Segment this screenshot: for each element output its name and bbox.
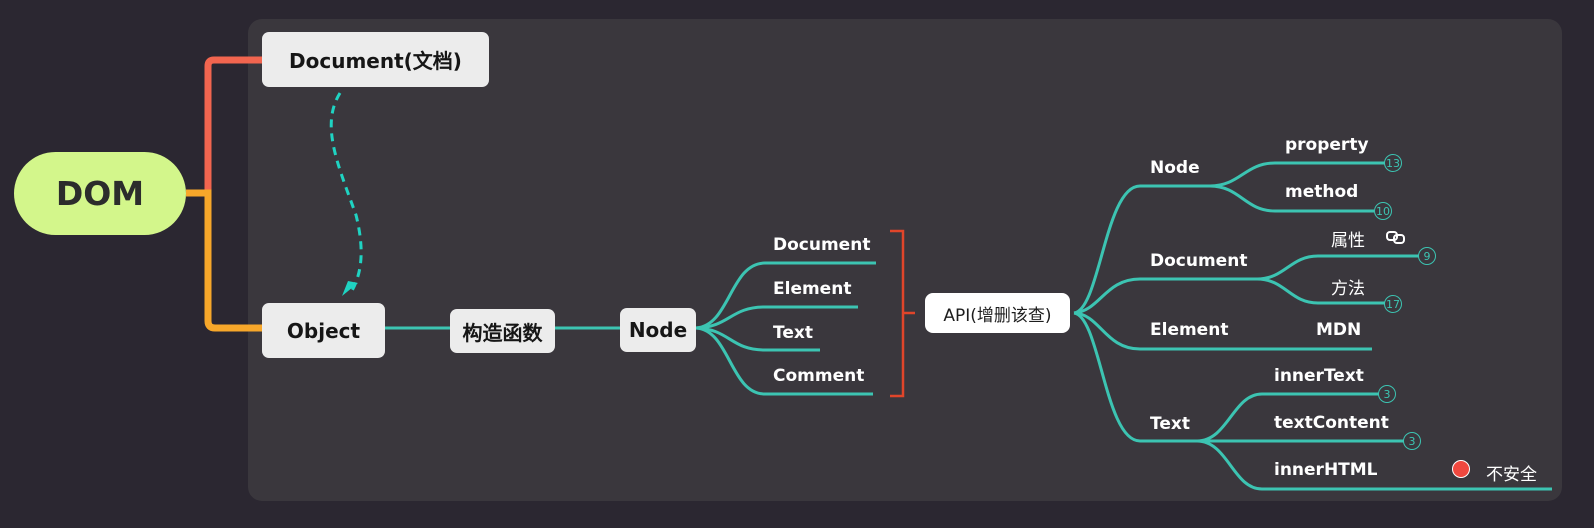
api-document-label[interactable]: Document [1150, 251, 1248, 271]
document-attr-count[interactable]: 9 [1418, 247, 1436, 265]
link-doc-method [1256, 277, 1394, 305]
link-api-document [1073, 277, 1257, 315]
root-node-dom[interactable]: DOM [14, 152, 186, 235]
document-method-count[interactable]: 17 [1384, 295, 1402, 313]
child-comment-label[interactable]: Comment [773, 366, 865, 386]
link-text-innertext [1196, 392, 1379, 443]
api-text-label[interactable]: Text [1150, 414, 1190, 434]
link-node-text [695, 326, 820, 352]
api-node-label[interactable]: Node [1150, 158, 1200, 178]
node-document-root[interactable]: Document(文档) [262, 32, 489, 87]
element-mdn-label[interactable]: MDN [1316, 320, 1362, 340]
dashed-arrow [329, 92, 363, 295]
node-method-count[interactable]: 10 [1374, 202, 1392, 220]
link-icon[interactable] [1386, 230, 1406, 244]
bracket [890, 229, 915, 398]
text-innerhtml-note: 不安全 [1486, 465, 1537, 485]
child-document-label[interactable]: Document [773, 235, 871, 255]
node-node[interactable]: Node [620, 308, 696, 352]
text-innertext-count[interactable]: 3 [1378, 385, 1396, 403]
link-node-document [695, 261, 876, 330]
link-doc-attr [1256, 254, 1420, 281]
link-api-element [1073, 311, 1372, 351]
link-api-node [1073, 184, 1210, 315]
node-constructor[interactable]: 构造函数 [450, 309, 555, 353]
link-node-element [695, 305, 858, 330]
dashed-arrow-head [342, 281, 358, 296]
text-textcontent-count[interactable]: 3 [1403, 432, 1421, 450]
root-branch-top [186, 56, 262, 197]
text-innerhtml-label[interactable]: innerHTML [1274, 460, 1378, 480]
api-element-label[interactable]: Element [1150, 320, 1229, 340]
root-branch-bottom [186, 189, 262, 332]
document-attr-label[interactable]: 属性 [1331, 231, 1365, 251]
link-node-property [1209, 161, 1385, 188]
link-text-innerhtml [1196, 439, 1552, 491]
link-api-text [1073, 311, 1197, 443]
text-innertext-label[interactable]: innerText [1274, 366, 1364, 386]
node-property-count[interactable]: 13 [1384, 154, 1402, 172]
unsafe-marker-icon [1452, 460, 1470, 478]
node-api[interactable]: API(增删该查) [925, 293, 1070, 333]
node-method-label[interactable]: method [1285, 182, 1359, 202]
link-node-method [1209, 184, 1374, 213]
node-property-label[interactable]: property [1285, 135, 1369, 155]
child-element-label[interactable]: Element [773, 279, 852, 299]
link-node-comment [695, 326, 873, 396]
node-object[interactable]: Object [262, 303, 385, 358]
canvas-panel [248, 19, 1562, 501]
child-text-label[interactable]: Text [773, 323, 813, 343]
document-method-label[interactable]: 方法 [1331, 279, 1365, 299]
text-textcontent-label[interactable]: textContent [1274, 413, 1389, 433]
